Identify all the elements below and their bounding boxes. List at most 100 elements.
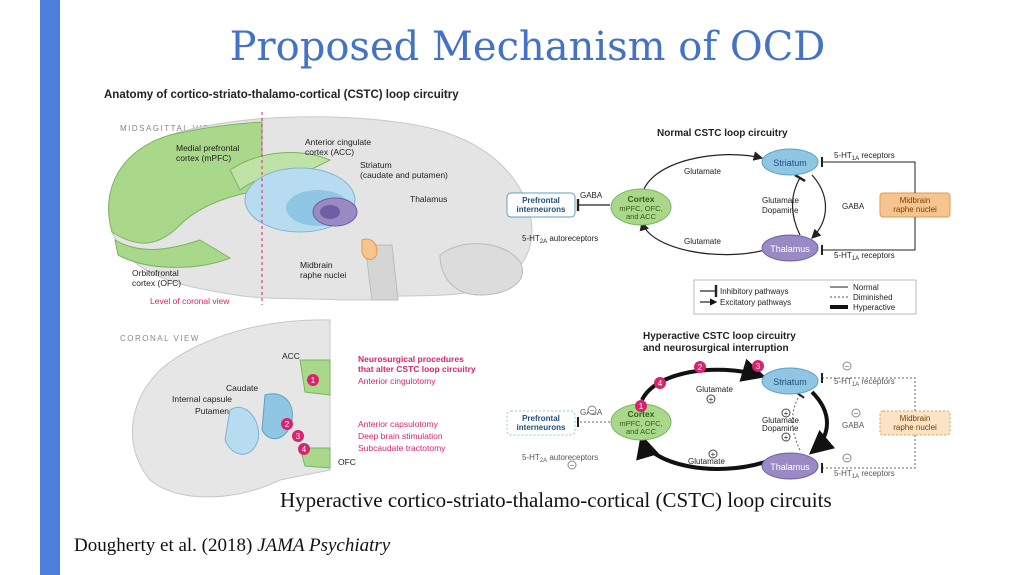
legend-diminished: Diminished (853, 293, 893, 302)
coronal-label-acc: ACC (282, 351, 300, 361)
normal-loop-diagram: Normal CSTC loop circuitry Striatum Thal… (506, 128, 951, 262)
hyper-dopamine: Dopamine (762, 424, 799, 433)
hyper-glutamate-bottom: Glutamate (688, 457, 725, 466)
citation: Dougherty et al. (2018) JAMA Psychiatry (74, 535, 390, 557)
hyper-minus-signs: − − − − − (567, 361, 861, 470)
normal-striatum-label: Striatum (773, 158, 807, 168)
hyper-arc-bottom (636, 434, 766, 471)
hyper-badge-3: 3 (752, 360, 764, 372)
procedure-badge-num: 4 (658, 379, 663, 388)
legend-excitatory: Excitatory pathways (720, 298, 791, 307)
slide-caption: Hyperactive cortico-striato-thalamo-cort… (280, 488, 832, 512)
procedure-badge-num: 2 (698, 363, 703, 372)
procedure-badge (298, 443, 310, 455)
thalamus-inner (320, 205, 340, 219)
label-mpfc-2: cortex (mPFC) (176, 153, 231, 163)
procedure-badge-num: 3 (296, 432, 301, 441)
normal-prefrontal-node (506, 192, 576, 218)
normal-arc-right (811, 174, 826, 239)
hyper-cortex-sub1: mPFC, OFC, (619, 419, 662, 428)
normal-prefrontal-label: Prefrontal (522, 196, 560, 205)
hyper-prefrontal-node (506, 410, 576, 436)
normal-glutamate-bottom: Glutamate (684, 237, 721, 246)
procedure-badge (752, 360, 764, 372)
legend-inhibitory: Inhibitory pathways (720, 287, 788, 296)
hyper-title-2: and neurosurgical interruption (643, 343, 789, 354)
hyper-cortex-label: Cortex (628, 409, 655, 419)
label-midbrain-2: raphe nuclei (300, 270, 346, 280)
normal-receptor-bottom: 5-HT1A receptors (834, 251, 895, 262)
minus-sign (851, 408, 861, 418)
procedure-badge-num: 1 (311, 376, 316, 385)
procedure-badge (307, 374, 319, 386)
accent-bar (40, 0, 60, 575)
normal-glutamate-mid: Glutamate (762, 196, 799, 205)
coronal-label-internal-capsule: Internal capsule (172, 394, 232, 404)
normal-thalamus-label: Thalamus (770, 244, 810, 254)
normal-receptor-bottom-line (821, 217, 916, 255)
hyper-arc-top (640, 358, 766, 401)
hyper-prefrontal-label-2: interneurons (517, 423, 566, 432)
label-midbrain: Midbrain (300, 260, 333, 270)
procedures-title: Neurosurgical procedures (358, 354, 464, 364)
label-mpfc: Medial prefrontal (176, 143, 239, 153)
normal-prefrontal-label-2: interneurons (517, 205, 566, 214)
normal-autoreceptor: 5-HT2A autoreceptors (522, 234, 598, 245)
hyper-striatum-node (761, 367, 819, 395)
minus-sign (587, 405, 597, 415)
plus-sign (706, 394, 716, 404)
label-ofc-2: cortex (OFC) (132, 278, 181, 288)
coronal-view-label: CORONAL VIEW (120, 334, 200, 343)
procedure-badge-num: 4 (302, 445, 307, 454)
cerebellum (439, 243, 523, 296)
normal-midbrain-label-2: raphe nuclei (893, 205, 937, 214)
normal-gaba: GABA (580, 191, 603, 200)
hyper-receptor-bottom: 5-HT1A receptors (834, 469, 895, 480)
hyper-receptor-bottom-line (821, 435, 916, 473)
minus-sign (567, 460, 577, 470)
hyper-badge-4: 4 (654, 377, 666, 389)
coronal-label-ofc: OFC (338, 457, 356, 467)
minus-sign-text: − (845, 454, 850, 463)
hyper-striatum-label: Striatum (773, 377, 807, 387)
hyper-badge-1: 1 (635, 400, 647, 412)
hyper-thalamus-label: Thalamus (770, 462, 810, 472)
coronal-label-putamen: Putamen (195, 406, 229, 416)
procedure-label: Subcaudate tractotomy (358, 443, 446, 453)
normal-title: Normal CSTC loop circuitry (657, 128, 788, 139)
midbrain-raphe (361, 238, 378, 260)
citation-journal: JAMA Psychiatry (257, 535, 391, 556)
minus-sign-text: − (854, 409, 859, 418)
procedure-2: 2 Anterior capsulotomy (281, 418, 439, 430)
hyper-receptor-top: 5-HT1A receptors (834, 377, 895, 388)
normal-arc-bottom (639, 220, 766, 256)
hyperactive-loop-diagram: Hyperactive CSTC loop circuitry and neur… (506, 331, 951, 480)
plus-sign-text: + (711, 450, 716, 459)
normal-striatum-node (761, 148, 819, 176)
procedure-label: Deep brain stimulation (358, 431, 443, 441)
hyper-prefrontal-label: Prefrontal (522, 414, 560, 423)
plus-sign (781, 432, 791, 442)
label-coronal-level: Level of coronal view (150, 296, 230, 306)
ofc-region (114, 238, 232, 268)
procedure-badge (292, 430, 304, 442)
normal-receptor-top-line (821, 157, 916, 193)
plus-sign-text: + (784, 409, 789, 418)
hyper-glutamate-mid: Glutamate (762, 416, 799, 425)
legend-hyperactive: Hyperactive (853, 303, 896, 312)
hyper-badge-2: 2 (694, 361, 706, 373)
procedure-4: 4 Subcaudate tractotomy (298, 443, 446, 455)
legend: Inhibitory pathways Excitatory pathways … (693, 279, 917, 315)
plus-sign (781, 408, 791, 418)
minus-sign (842, 361, 852, 371)
coronal-outline (131, 319, 331, 498)
procedure-badge (281, 418, 293, 430)
label-thalamus: Thalamus (410, 194, 447, 204)
coronal-label-caudate: Caudate (226, 383, 258, 393)
hyper-thalamus-node (761, 452, 819, 480)
legend-normal: Normal (853, 283, 879, 292)
procedure-badge (654, 377, 666, 389)
hyper-midbrain-label: Midbrain (900, 414, 931, 423)
hyper-gaba-right: GABA (842, 421, 865, 430)
